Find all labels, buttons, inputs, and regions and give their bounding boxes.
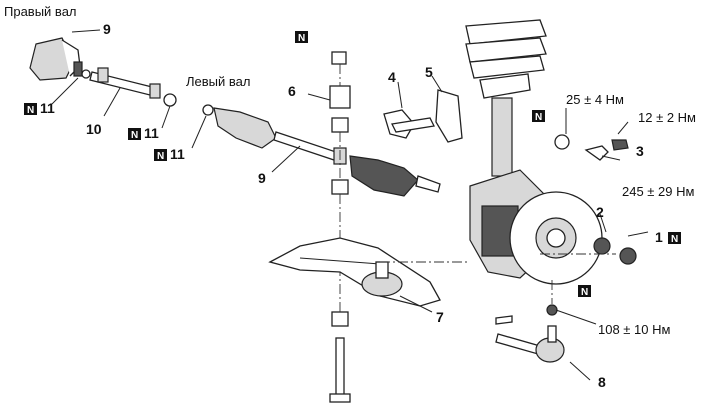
torque-108-label: 108 ± 10 Нм xyxy=(598,322,671,337)
svg-text:N: N xyxy=(157,151,164,162)
left-shaft-assembly xyxy=(191,104,441,197)
part-number-9-top: 9 xyxy=(103,21,111,37)
part-number-1: 1 xyxy=(655,229,663,245)
mounting-bolt-stack xyxy=(307,51,351,403)
svg-text:N: N xyxy=(671,234,678,245)
lower-control-arm xyxy=(268,237,441,313)
n-badge-icon: N xyxy=(128,128,141,141)
part-number-7: 7 xyxy=(436,309,444,325)
n-badge-icon: N xyxy=(295,31,308,44)
torque-25-label: 25 ± 4 Нм xyxy=(566,92,624,107)
part-number-8: 8 xyxy=(598,374,606,390)
part-number-9-left: 9 xyxy=(258,170,266,186)
strut-and-knuckle xyxy=(380,19,649,285)
part-number-6: 6 xyxy=(288,83,296,99)
part-number-2: 2 xyxy=(596,204,604,220)
n-badge-icon: N xyxy=(532,110,545,123)
n-badge-icon: N xyxy=(578,285,591,298)
n-badge-icon: N xyxy=(24,103,37,116)
torque-12-label: 12 ± 2 Нм xyxy=(638,110,696,125)
part-number-3: 3 xyxy=(636,143,644,159)
tie-rod-end xyxy=(495,280,597,381)
n-badge-icon: N xyxy=(154,149,167,162)
part-number-10: 10 xyxy=(86,121,102,137)
part-number-4: 4 xyxy=(388,69,396,85)
svg-text:N: N xyxy=(535,112,542,123)
svg-text:N: N xyxy=(27,105,34,116)
part-number-11-a: 11 xyxy=(40,100,55,116)
sensor-brackets xyxy=(383,75,463,143)
left-shaft-label: Левый вал xyxy=(186,74,250,89)
svg-text:N: N xyxy=(298,33,305,44)
right-shaft-assembly xyxy=(29,29,177,129)
part-number-5: 5 xyxy=(425,64,433,80)
n-badge-icon: N xyxy=(668,232,681,245)
torque-245-label: 245 ± 29 Нм xyxy=(622,184,695,199)
svg-text:N: N xyxy=(581,287,588,298)
part-number-11-c: 11 xyxy=(170,146,185,162)
right-shaft-label: Правый вал xyxy=(4,4,77,19)
part-number-11-b: 11 xyxy=(144,125,159,141)
svg-text:N: N xyxy=(131,130,138,141)
